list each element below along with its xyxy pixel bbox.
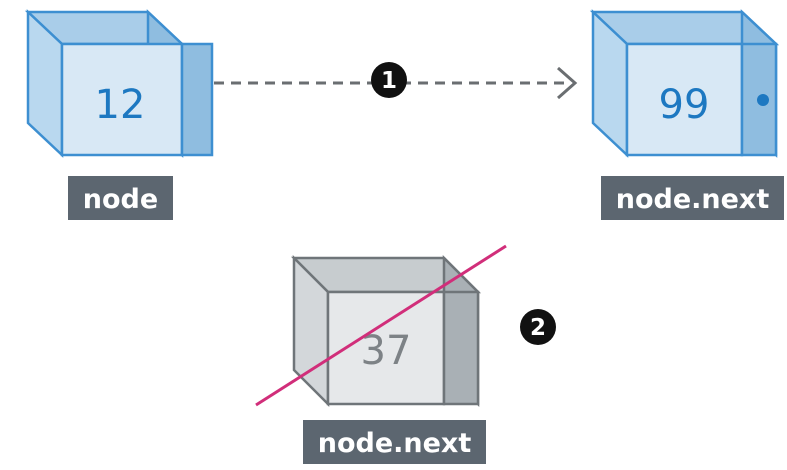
node-head-label-bg xyxy=(68,176,173,220)
node-head-box: 12 xyxy=(24,9,214,158)
node-removed-label-bg xyxy=(303,420,486,464)
node-next-label-bg xyxy=(601,176,784,220)
strike-through-line xyxy=(255,244,507,407)
step-one-number: 1 xyxy=(381,68,397,94)
node-head-value: 12 xyxy=(95,82,146,128)
node-removed-pointer-cell xyxy=(442,290,480,406)
null-pointer-dot-icon xyxy=(757,94,769,106)
arrow-head-icon xyxy=(557,66,578,100)
node-removed-box: 37 xyxy=(290,254,482,408)
node-head-front xyxy=(60,42,184,157)
node-next-value: 99 xyxy=(659,82,710,128)
node-removed-value: 37 xyxy=(361,328,412,374)
node-next-box: 99 xyxy=(589,9,780,158)
node-head-label: node xyxy=(83,184,158,215)
step-two-badge xyxy=(520,309,556,345)
node-head-pointer-cell xyxy=(180,42,214,157)
step-one-badge xyxy=(371,62,407,98)
node-removed-label: node.next xyxy=(318,428,472,459)
step-two-number: 2 xyxy=(530,315,546,341)
node-next-label: node.next xyxy=(616,184,770,215)
